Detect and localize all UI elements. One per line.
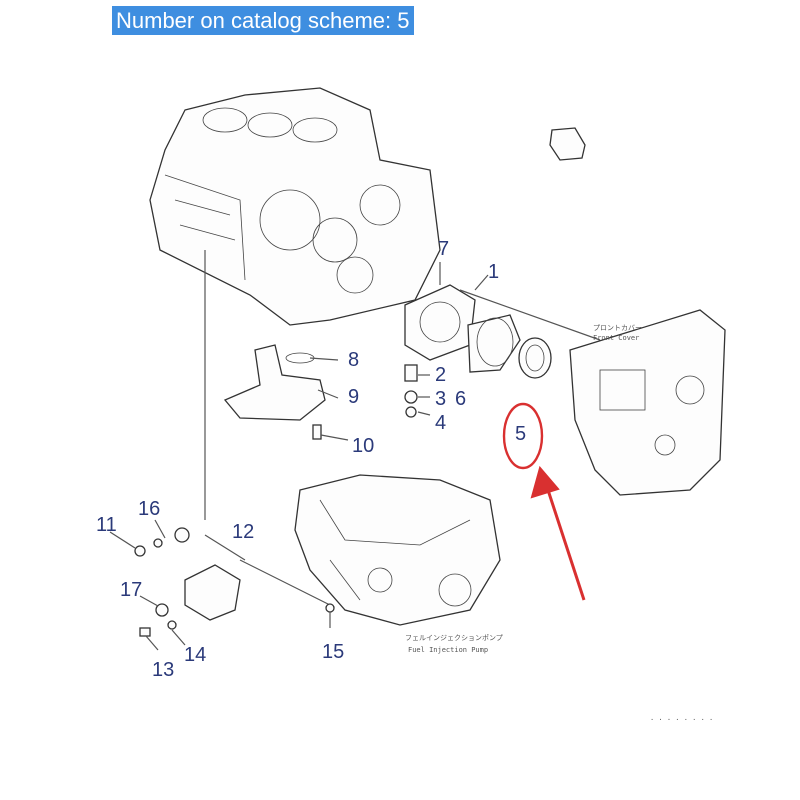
highlight-circle bbox=[502, 402, 544, 470]
callout-9: 9 bbox=[348, 386, 359, 408]
callout-5: 5 bbox=[515, 423, 526, 445]
callout-6: 6 bbox=[455, 388, 466, 410]
front-flange-drawing bbox=[404, 262, 601, 379]
callout-1: 1 bbox=[488, 261, 499, 283]
small-plate-drawing bbox=[549, 127, 586, 161]
small-fasteners-drawing bbox=[404, 364, 431, 418]
callout-17: 17 bbox=[120, 579, 142, 601]
reference-code: · · · · · · · · bbox=[650, 716, 713, 724]
callout-7: 7 bbox=[438, 238, 449, 260]
front-cover-drawing: プロントカバー Front Cover bbox=[569, 309, 726, 496]
engine-block-drawing bbox=[149, 87, 441, 520]
callout-3: 3 bbox=[435, 388, 446, 410]
callout-4: 4 bbox=[435, 412, 446, 434]
callout-2: 2 bbox=[435, 364, 446, 386]
pump-caption: フェルインジェクションポンプ bbox=[405, 634, 503, 642]
callout-8: 8 bbox=[348, 349, 359, 371]
callout-12: 12 bbox=[232, 521, 254, 543]
front-cover-caption: プロントカバー bbox=[593, 324, 642, 332]
callout-16: 16 bbox=[138, 498, 160, 520]
pump-caption-en: Fuel Injection Pump bbox=[408, 646, 488, 654]
callout-11: 11 bbox=[96, 514, 117, 536]
oil-bracket-drawing bbox=[223, 344, 349, 441]
lower-bracket-drawing bbox=[109, 519, 335, 651]
callout-10: 10 bbox=[352, 435, 374, 457]
callout-14: 14 bbox=[184, 644, 206, 666]
highlight-arrow bbox=[530, 465, 586, 601]
callout-13: 13 bbox=[152, 659, 174, 681]
injection-pump-drawing: フェルインジェクションポンプ Fuel Injection Pump bbox=[294, 474, 503, 654]
front-cover-caption-en: Front Cover bbox=[593, 334, 639, 342]
callout-15: 15 bbox=[322, 641, 344, 663]
catalog-scheme-banner: Number on catalog scheme: 5 bbox=[112, 6, 414, 35]
